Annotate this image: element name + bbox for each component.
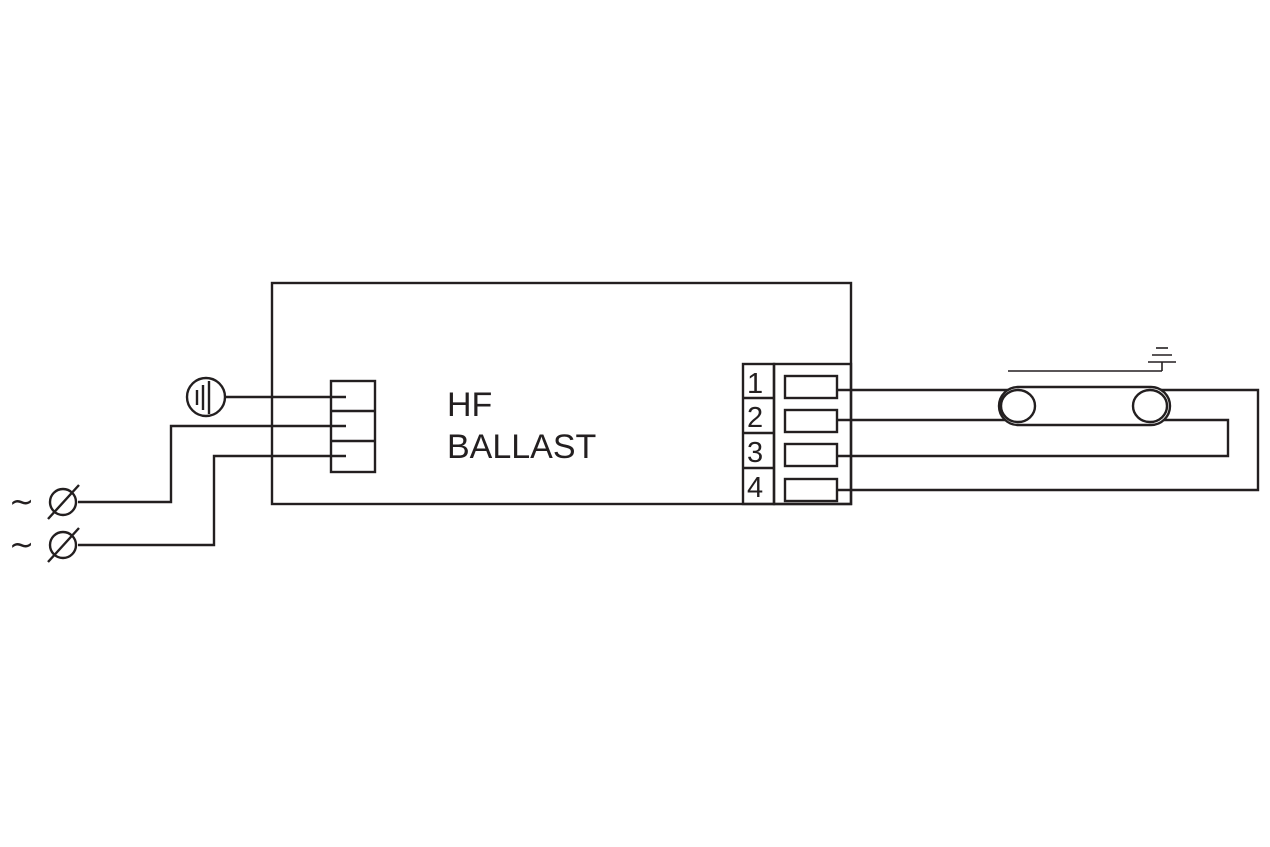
terminal-number-4: 4 [747, 472, 763, 504]
terminal-icon [783, 442, 839, 468]
ac-symbol-neutral: ~ [9, 528, 34, 563]
terminal-icon [783, 477, 839, 503]
ballast-label-line2: BALLAST [447, 428, 596, 466]
ballast-label-line1: HF [447, 386, 492, 424]
terminal-number-1: 1 [747, 368, 763, 400]
output-terminal-block [741, 362, 853, 506]
terminal-number-3: 3 [747, 437, 763, 469]
lamp-icon [997, 385, 1172, 427]
line-wire [78, 424, 346, 504]
ground-icon [1148, 347, 1176, 371]
supply-terminal-neutral [47, 527, 80, 563]
earth-ground-icon [185, 376, 227, 418]
terminal-number-2: 2 [747, 402, 763, 434]
terminal-icon [783, 408, 839, 434]
neutral-wire [78, 454, 346, 547]
wire-terminal-4 [837, 388, 1260, 492]
supply-terminal-line [47, 484, 80, 520]
terminal-icon [783, 374, 839, 400]
ac-symbol-line: ~ [9, 485, 34, 520]
wire-terminal-3 [837, 418, 1230, 458]
